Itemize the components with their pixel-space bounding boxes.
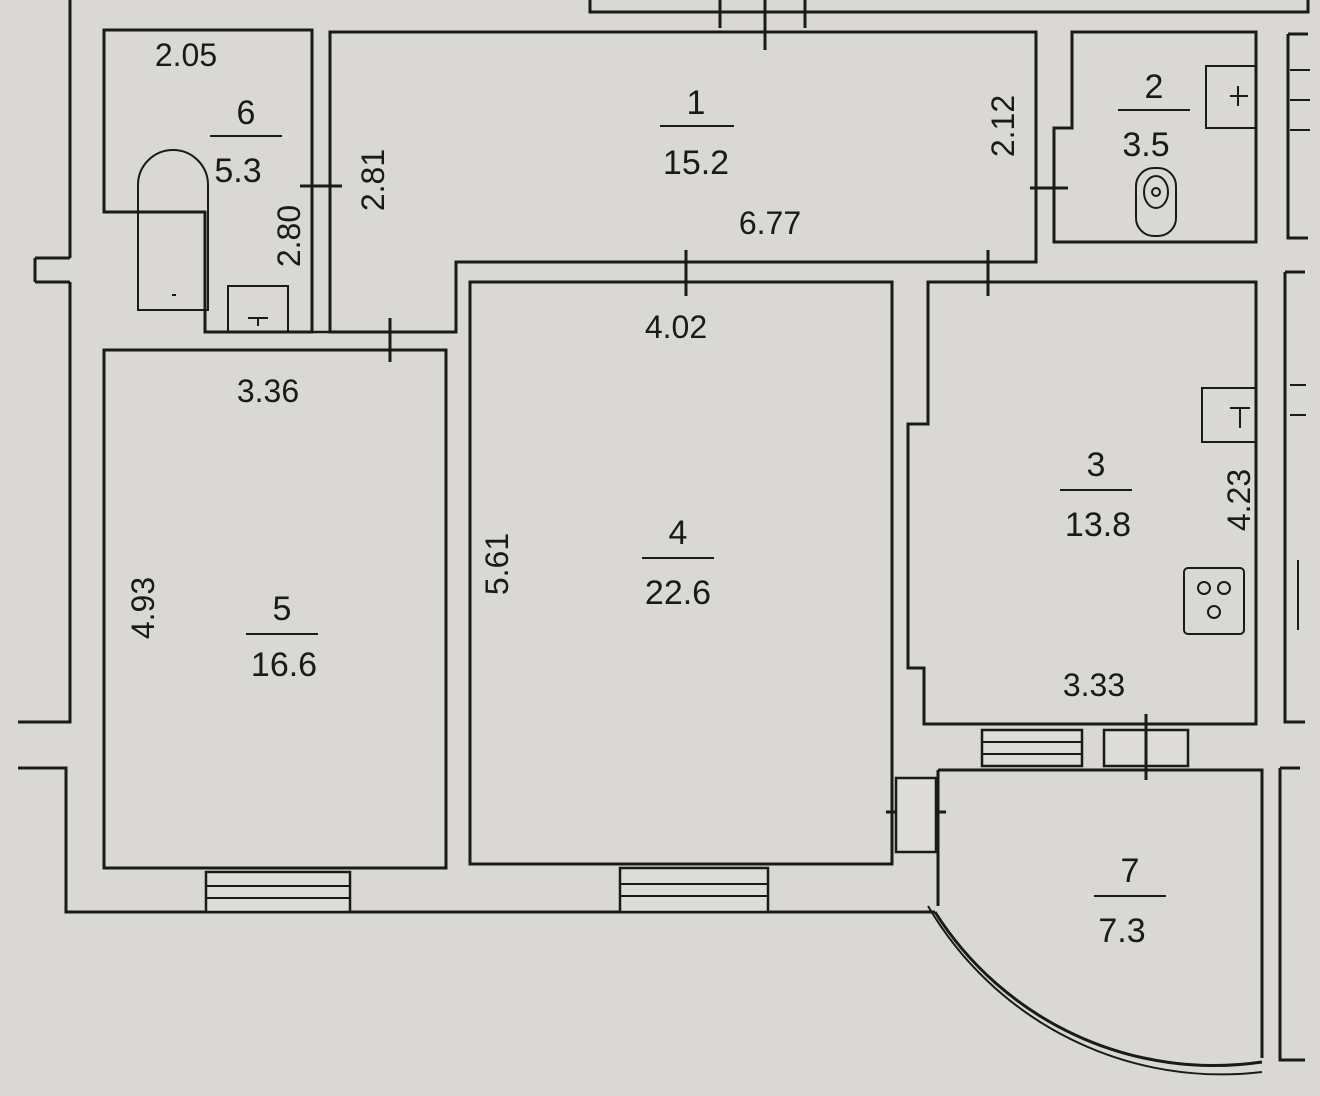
room-3-number: 3: [1087, 446, 1106, 484]
room-label-5: 5 16.6: [246, 590, 318, 684]
room-4-walls: [468, 280, 946, 914]
room-5-number: 5: [273, 590, 292, 628]
room-1-area: 15.2: [663, 144, 729, 182]
room-6-walls: [102, 28, 342, 334]
dim-room5-height: 4.93: [125, 577, 161, 639]
room-label-1: 1 15.2: [660, 84, 734, 182]
room-7-area: 7.3: [1098, 912, 1145, 950]
dim-room6-height: 2.80: [271, 205, 307, 267]
room-4-area: 22.6: [645, 574, 711, 612]
dimension-labels: 2.05 2.80 2.81 6.77 2.12 4.02 3.36 4.93 …: [125, 37, 1257, 703]
dim-room1-height: 2.81: [355, 149, 391, 211]
room-1-number: 1: [687, 84, 706, 122]
room-label-3: 3 13.8: [1060, 446, 1132, 544]
room-label-2: 2 3.5: [1118, 68, 1190, 164]
room-2-number: 2: [1145, 68, 1164, 106]
dim-room3-width: 3.33: [1063, 667, 1125, 703]
room-label-4: 4 22.6: [642, 514, 714, 612]
dim-room1-width: 6.77: [739, 205, 801, 241]
room-3-walls: [906, 280, 1258, 780]
room-4-number: 4: [669, 514, 688, 552]
room-6-area: 5.3: [214, 152, 261, 190]
room-label-7: 7 7.3: [1094, 852, 1166, 950]
room-5-area: 16.6: [251, 646, 317, 684]
dim-room6-width: 2.05: [155, 37, 217, 73]
room-7-number: 7: [1121, 852, 1140, 890]
room-2-walls: [1052, 30, 1258, 244]
dim-room1-right: 2.12: [985, 95, 1021, 157]
outer-walls: [18, 0, 1310, 1062]
dim-room5-width: 3.36: [237, 373, 299, 409]
room-label-6: 6 5.3: [210, 94, 282, 190]
room-3-area: 13.8: [1065, 506, 1131, 544]
dim-room4-width: 4.02: [645, 309, 707, 345]
room-2-area: 3.5: [1122, 126, 1169, 164]
dim-room4-height: 5.61: [479, 533, 515, 595]
room-5-walls: [102, 348, 448, 914]
room-7-walls: [927, 768, 1264, 1076]
room-1-walls: [328, 30, 1068, 362]
room-6-number: 6: [237, 94, 256, 132]
dim-room3-height: 4.23: [1221, 469, 1257, 531]
